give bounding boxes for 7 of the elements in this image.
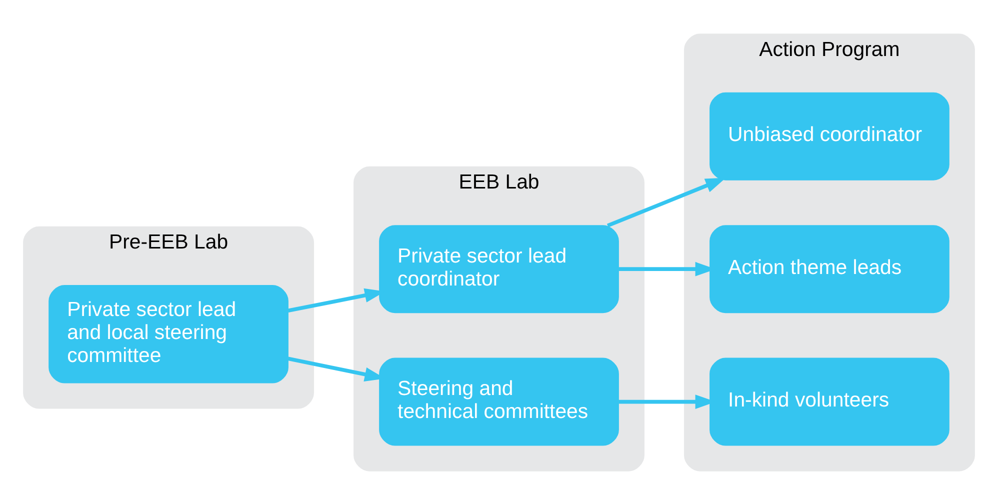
node-box: Steering and technical committees (379, 357, 619, 446)
arrow (606, 177, 726, 227)
node-box: Private sector lead and local steering committee (48, 284, 288, 383)
node-box: Action theme leads (710, 224, 950, 313)
node-box: Private sector lead coordinator (379, 224, 619, 313)
node-box: Unbiased coordinator (710, 92, 950, 180)
node-box: In-kind volunteers (710, 357, 950, 446)
